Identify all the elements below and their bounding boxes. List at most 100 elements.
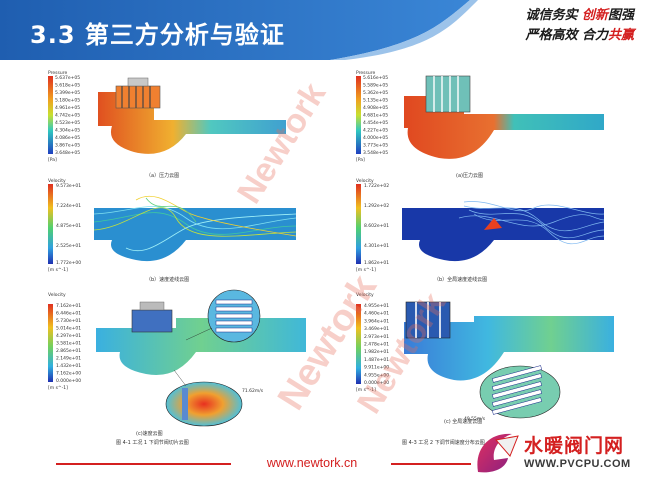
- legend-title: Velocity: [356, 178, 374, 184]
- streamline-right-plot: Velocity 1.722e+02 1.292e+02 8.602e+01 4…: [356, 178, 604, 273]
- pv-logo-icon: [477, 433, 519, 473]
- max-velocity-annotation: 71.62m/s: [242, 388, 264, 394]
- site-logo: 水暖阀门网 WWW.PVCPU.COM: [472, 428, 647, 478]
- velocity-contour-left-plot: Velocity 7.162e+01 6.446e+01 5.730e+01 5…: [48, 289, 306, 427]
- legend-tick: 5.362e+05: [363, 90, 388, 96]
- legend-tick: 1.487e+01: [364, 357, 389, 363]
- legend-tick: 0.000e+00: [56, 378, 81, 384]
- legend-unit: [Pa]: [48, 157, 57, 163]
- legend-tick: 2.525e+01: [56, 243, 81, 249]
- footer-divider-right: [391, 463, 471, 465]
- legend-tick: 0.000e+00: [364, 380, 389, 386]
- legend-tick: 7.224e+01: [56, 203, 81, 209]
- figure-caption-left: 图 4-1 工况 1 下调节阀切片云图: [116, 440, 189, 446]
- legend-tick: 4.086e+05: [55, 135, 80, 141]
- legend-tick: 5.637e+05: [55, 75, 80, 81]
- legend-unit: [Pa]: [356, 157, 365, 163]
- legend-title: Pressure: [356, 70, 375, 76]
- legend-title: Velocity: [48, 178, 66, 184]
- pressure-contour-left-plot: Pressure 5.637e+05 5.618e+05 5.399e+05 5…: [48, 70, 286, 163]
- max-velocity-annotation: 49.55m/s: [464, 416, 486, 422]
- legend-tick: 2.973e+01: [364, 334, 389, 340]
- legend-tick: 4.961e+05: [55, 105, 80, 111]
- legend-tick: 5.399e+05: [55, 90, 80, 96]
- legend-tick: 3.867e+05: [55, 143, 80, 149]
- slogan-line-1-tail: 图强: [607, 8, 634, 23]
- legend-tick: 4.955e+00: [364, 372, 389, 378]
- banner-background: [0, 0, 478, 60]
- legend-unit: [m s^-1]: [48, 385, 68, 391]
- legend-tick: 1.862e+01: [364, 260, 389, 266]
- legend-tick: 3.773e+05: [363, 143, 388, 149]
- velocity-contour-right: Velocity 4.955e+01 4.460e+01 3.964e+01 3…: [344, 292, 614, 446]
- legend-ticks: 9.573e+01 7.224e+01 4.875e+01 2.525e+01 …: [56, 183, 81, 266]
- legend-ticks: 1.722e+02 1.292e+02 8.602e+01 4.301e+01 …: [364, 183, 389, 266]
- streamline-right: Velocity 1.722e+02 1.292e+02 8.602e+01 4…: [344, 178, 604, 283]
- legend-tick: 3.469e+01: [364, 326, 389, 332]
- legend-tick: 2.478e+01: [364, 342, 389, 348]
- legend-tick: 1.772e+00: [56, 260, 81, 266]
- slogan-line-1-highlight: 创新: [581, 8, 608, 23]
- pressure-contour-left: Pressure 5.637e+05 5.618e+05 5.399e+05 5…: [36, 70, 286, 179]
- slogan-line-1-text: 诚信务实: [525, 8, 582, 23]
- legend-tick: 4.681e+05: [363, 113, 388, 119]
- legend-tick: 1.292e+02: [364, 203, 389, 209]
- legend-title: Velocity: [48, 292, 66, 298]
- legend-tick: 5.589e+05: [363, 83, 388, 89]
- slogan-line-2: 严格高效 合力共赢: [525, 26, 634, 46]
- pressure-contour-right: Pressure 5.616e+05 5.589e+05 5.362e+05 5…: [344, 70, 604, 179]
- legend-ticks: 5.637e+05 5.618e+05 5.399e+05 5.180e+05 …: [55, 75, 80, 156]
- caption-b-left: （b）速度迹线云图: [146, 277, 190, 283]
- legend-tick: 9.911e+00: [364, 365, 389, 371]
- velocity-contour-left: Velocity 7.162e+01 6.446e+01 5.730e+01 5…: [36, 288, 306, 446]
- slogan-line-2-highlight: 共赢: [607, 28, 634, 43]
- legend-tick: 3.548e+05: [363, 150, 388, 156]
- legend-ticks: 5.616e+05 5.589e+05 5.362e+05 5.135e+05 …: [363, 75, 388, 156]
- company-slogan: 诚信务实 创新图强 严格高效 合力共赢: [525, 6, 634, 46]
- legend-tick: 3.964e+01: [364, 318, 389, 324]
- page-title: 3.3 第三方分析与验证: [30, 21, 285, 49]
- legend-tick: 4.227e+05: [363, 128, 388, 134]
- legend-tick: 3.581e+01: [56, 341, 81, 347]
- slogan-line-1: 诚信务实 创新图强: [525, 6, 634, 26]
- legend-unit: [m s^-1]: [356, 267, 376, 273]
- velocity-contour-right-plot: Velocity 4.955e+01 4.460e+01 3.964e+01 3…: [356, 292, 614, 422]
- legend-tick: 4.301e+01: [364, 243, 389, 249]
- logo-name: 水暖阀门网: [524, 435, 625, 457]
- legend-tick: 4.304e+05: [55, 128, 80, 134]
- caption-c-right: (c) 全局速度云图: [444, 419, 483, 425]
- legend-tick: 4.523e+05: [55, 120, 80, 126]
- caption-b-right: （b）全局速度迹线云图: [434, 277, 488, 283]
- caption-a-right: (a)压力云图: [456, 173, 483, 179]
- legend-title: Pressure: [48, 70, 67, 76]
- legend-tick: 5.616e+05: [363, 75, 388, 81]
- footer-website: www.newtork.cn: [266, 456, 358, 470]
- legend-tick: 4.955e+01: [364, 303, 389, 309]
- legend-tick: 8.602e+01: [364, 223, 389, 229]
- legend-tick: 5.730e+01: [56, 318, 81, 324]
- legend-ticks: 7.162e+01 6.446e+01 5.730e+01 5.014e+01 …: [56, 303, 81, 384]
- legend-ticks: 4.955e+01 4.460e+01 3.964e+01 3.469e+01 …: [364, 303, 389, 386]
- legend-tick: 5.014e+01: [56, 326, 81, 332]
- legend-unit: [m s^-1]: [356, 387, 376, 393]
- legend-tick: 9.573e+01: [56, 183, 81, 189]
- legend-tick: 4.454e+05: [363, 120, 388, 126]
- legend-tick: 1.722e+02: [364, 183, 389, 189]
- caption-c-left: (c)速度云图: [136, 431, 163, 437]
- footer-divider-left: [56, 463, 231, 465]
- pressure-contour-right-plot: Pressure 5.616e+05 5.589e+05 5.362e+05 5…: [356, 70, 604, 163]
- legend-tick: 4.875e+01: [56, 223, 81, 229]
- figure-caption-right: 图 4-3 工况 2 下调节阀速度分布云图: [402, 440, 485, 446]
- legend-unit: [m s^-1]: [48, 267, 68, 273]
- legend-tick: 7.162e+00: [56, 371, 81, 377]
- simulation-figure: Pressure 5.637e+05 5.618e+05 5.399e+05 5…: [26, 62, 626, 450]
- legend-tick: 4.908e+05: [363, 105, 388, 111]
- legend-tick: 3.648e+05: [55, 150, 80, 156]
- legend-tick: 2.865e+01: [56, 348, 81, 354]
- slogan-line-2-text: 严格高效 合力: [525, 28, 608, 43]
- legend-title: Velocity: [356, 292, 374, 298]
- legend-tick: 5.618e+05: [55, 83, 80, 89]
- legend-tick: 5.180e+05: [55, 98, 80, 104]
- legend-tick: 5.135e+05: [363, 98, 388, 104]
- caption-a-left: （a）压力云图: [146, 173, 180, 179]
